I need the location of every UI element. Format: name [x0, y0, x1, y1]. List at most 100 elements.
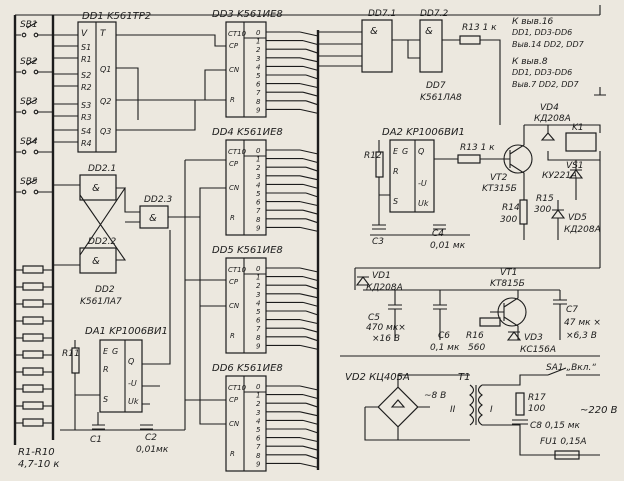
svg-text:Q2: Q2	[100, 97, 111, 106]
diode-vd4	[540, 132, 556, 141]
label-r16-value: 560	[468, 343, 485, 353]
counter-output-jumper	[299, 293, 319, 299]
svg-text:E: E	[103, 347, 109, 356]
counter-ct10-label: CT10	[228, 148, 247, 156]
counter-output-index: 9	[256, 106, 261, 114]
note-pin7: Выв.7 DD2, DD7	[512, 80, 580, 89]
resistor-r14	[519, 199, 528, 225]
counter-output-jumper	[302, 445, 319, 451]
svg-text:I: I	[490, 405, 493, 415]
label-t1: T1	[458, 372, 470, 383]
counter-cn-label: CN	[229, 302, 240, 310]
counter-output-jumper	[299, 201, 319, 207]
capacitor-c2	[140, 424, 153, 430]
label-vd3: VD3	[524, 333, 543, 343]
label-r17: R17	[528, 393, 546, 403]
label-dd3: DD3 K561ИЕ8	[212, 9, 283, 20]
svg-text:S2: S2	[81, 71, 91, 80]
counter-output-index: 0	[256, 383, 261, 391]
counter-output-jumper	[305, 192, 319, 198]
label-vd4-type: КД208А	[534, 114, 571, 124]
label-dd1: DD1 K561TP2	[82, 11, 151, 22]
counter-output-jumper	[299, 57, 319, 63]
label-c2: C2	[145, 433, 157, 443]
counter-output-index: 4	[256, 299, 260, 307]
svg-text:-U: -U	[418, 179, 427, 188]
counter-cp-label: CP	[229, 160, 239, 168]
counter-output-jumper	[302, 276, 319, 282]
counter-output-jumper	[299, 462, 319, 468]
label-vd4: VD4	[540, 103, 559, 113]
svg-text:Q: Q	[418, 147, 424, 156]
counter-output-index: 4	[256, 63, 260, 71]
svg-text:II: II	[450, 405, 456, 415]
label-c7: C7	[566, 305, 578, 315]
counter-ct10-label: CT10	[228, 384, 247, 392]
svg-text:T: T	[100, 29, 107, 39]
switch-sb2	[15, 58, 53, 75]
counter-output-index: 3	[256, 409, 260, 417]
diode-vd5	[550, 209, 566, 219]
label-vt1: VT1	[500, 268, 517, 278]
counter-output-jumper	[302, 301, 319, 307]
label-sb2: SB2	[20, 57, 38, 67]
label-vt2-type: KT315Б	[482, 184, 517, 194]
fuse-fu1	[554, 450, 580, 460]
label-r14: R14	[502, 203, 520, 213]
label-k1: K1	[572, 123, 584, 133]
gate-dd7-1	[361, 19, 393, 73]
label-mains: ~220 В	[580, 405, 618, 416]
counter-output-index: 0	[256, 147, 261, 155]
switch-sb5	[15, 178, 53, 195]
svg-text:V: V	[81, 29, 88, 39]
label-sb3: SB3	[20, 97, 38, 107]
counter-output-jumper	[305, 166, 319, 172]
label-vd1-type: КД208А	[366, 283, 403, 293]
counter-output-index: 8	[256, 452, 261, 460]
svg-text:R: R	[393, 167, 399, 176]
counter-output-jumper	[299, 437, 319, 443]
svg-text:R: R	[103, 365, 109, 374]
label-c7-voltage: ×6,3 В	[566, 331, 597, 341]
counter-output-jumper	[299, 175, 319, 181]
svg-text:&: &	[92, 256, 100, 267]
resistor-r17	[515, 392, 525, 416]
label-dd7: DD7	[426, 81, 446, 91]
counter-output-index: 1	[256, 156, 260, 164]
svg-text:Q3: Q3	[100, 127, 111, 136]
counter-output-index: 4	[256, 417, 260, 425]
label-c6-value: 0,1 мк	[430, 343, 460, 353]
counter-output-jumper	[302, 183, 319, 189]
label-dd6: DD6 K561ИЕ8	[212, 363, 283, 374]
label-r1-r10: R1-R10	[18, 447, 55, 458]
label-vd5: VD5	[568, 213, 587, 223]
label-r11: R11	[62, 349, 80, 359]
svg-text:&: &	[370, 26, 378, 37]
counter-output-jumper	[305, 74, 319, 80]
counter-output-index: 3	[256, 291, 260, 299]
label-c4-value: 0,01 мк	[430, 241, 466, 251]
label-vt2: VT2	[490, 173, 508, 183]
counter-cp-label: CP	[229, 42, 239, 50]
counter-output-index: 6	[256, 81, 261, 89]
svg-text:G: G	[402, 147, 408, 156]
counter-output-index: 9	[256, 224, 261, 232]
label-da2: DA2 KP1006ВИ1	[382, 127, 465, 138]
note-pin14: Выв.14 DD2, DD7	[512, 40, 585, 49]
svg-text:&: &	[92, 183, 100, 194]
label-r14-value: 300	[500, 215, 517, 225]
note-pin16: К выв.16	[512, 17, 554, 27]
counter-output-jumper	[299, 344, 319, 350]
counter-output-index: 5	[256, 190, 261, 198]
label-vs1-type: КУ221А	[542, 171, 577, 181]
counter-output-index: 7	[256, 89, 261, 97]
svg-text:Q: Q	[128, 357, 134, 366]
counter-output-jumper	[299, 385, 319, 391]
label-dd2-type: K561ЛА7	[80, 297, 122, 307]
label-sb4: SB4	[20, 137, 38, 147]
resistor-r13-bottom	[457, 154, 481, 164]
label-dd2: DD2	[95, 285, 115, 295]
label-vt1-type: KT815Б	[490, 279, 525, 289]
diode-vd1	[355, 276, 371, 286]
svg-text:Q1: Q1	[100, 65, 111, 74]
